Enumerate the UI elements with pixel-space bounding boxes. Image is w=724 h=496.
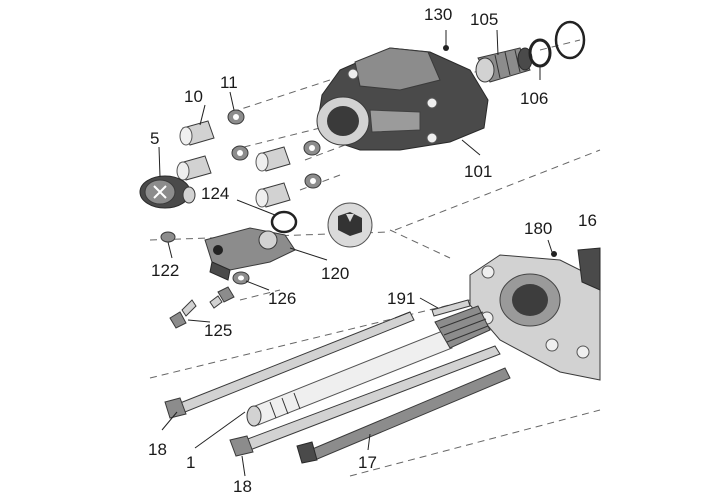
callout-124: 124 xyxy=(201,184,229,203)
part-10-rollers xyxy=(176,120,291,208)
callout-191: 191 xyxy=(387,289,415,308)
callout-5: 5 xyxy=(150,129,159,148)
part-5-knob xyxy=(139,175,196,209)
part-18-rod-upper xyxy=(164,311,415,419)
part-11-washers xyxy=(227,109,322,189)
callout-101: 101 xyxy=(464,162,492,181)
callout-105: 105 xyxy=(470,10,498,29)
callout-10: 10 xyxy=(184,87,203,106)
callout-labels: 130 105 10 11 5 106 101 124 180 16 122 1… xyxy=(148,5,597,496)
callout-17: 17 xyxy=(358,453,377,472)
part-180-pin xyxy=(551,251,557,257)
part-122-washer xyxy=(160,231,176,243)
callout-11: 11 xyxy=(220,73,238,92)
part-124-oring xyxy=(270,210,298,234)
callout-125: 125 xyxy=(204,321,232,340)
callout-126: 126 xyxy=(268,289,296,308)
callout-120: 120 xyxy=(321,264,349,283)
part-101-housing xyxy=(316,47,489,151)
callout-18-upper: 18 xyxy=(148,440,167,459)
part-130-pin xyxy=(443,45,449,51)
part-120-bracket xyxy=(204,227,296,281)
detail-callout-bubble xyxy=(327,202,373,248)
part-17-rod xyxy=(296,367,511,464)
part-191-key xyxy=(431,299,471,317)
part-flange-housing xyxy=(469,247,601,381)
seal-ring-large xyxy=(554,20,586,60)
callout-122: 122 xyxy=(151,261,179,280)
callout-130: 130 xyxy=(424,5,452,24)
callout-180: 180 xyxy=(524,219,552,238)
callout-16: 16 xyxy=(578,211,597,230)
part-18-rod-lower xyxy=(229,345,501,457)
part-106-ring xyxy=(528,38,552,68)
part-126-washer xyxy=(232,271,250,285)
leader-lines xyxy=(158,29,553,477)
callout-106: 106 xyxy=(520,89,548,108)
callout-1: 1 xyxy=(186,453,195,472)
part-1-shaft xyxy=(246,305,491,427)
part-105-sleeve xyxy=(475,47,533,83)
part-125-bolts xyxy=(169,286,235,329)
callout-18-lower: 18 xyxy=(233,477,252,496)
